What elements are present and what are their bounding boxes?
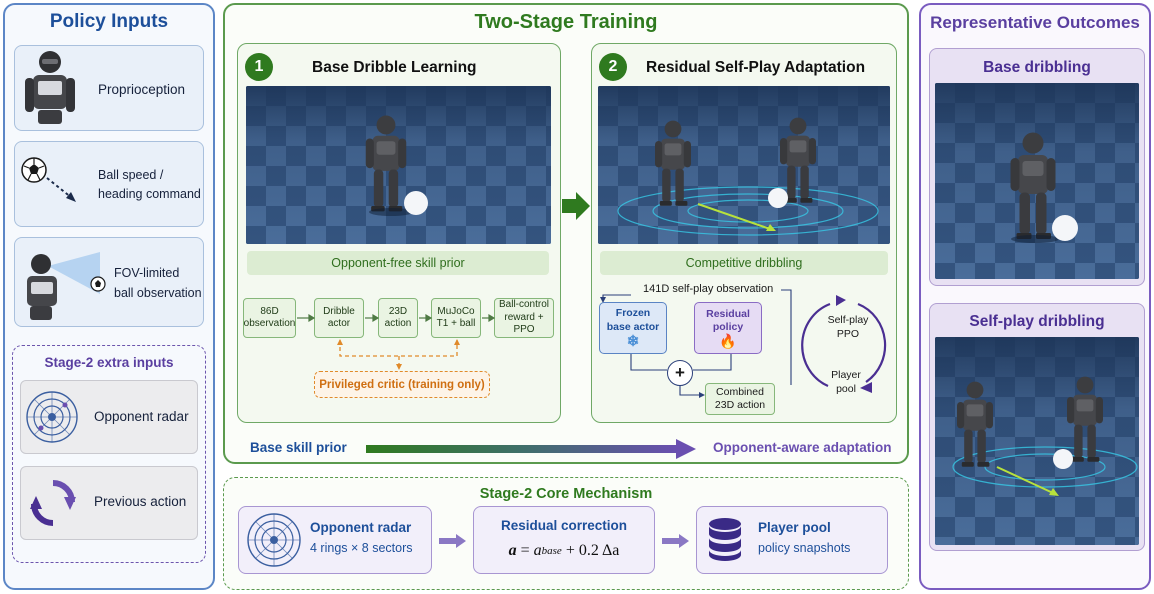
database-icon bbox=[709, 518, 741, 561]
combined-line2: 23D action bbox=[714, 399, 766, 411]
mechanism-residual-title: Residual correction bbox=[500, 518, 628, 533]
formula-sub: base bbox=[541, 545, 562, 557]
outcomes-title: Representative Outcomes bbox=[930, 13, 1140, 32]
frozen-line1: Frozen bbox=[615, 307, 651, 320]
frozen-line2: base actor bbox=[606, 320, 660, 333]
selfplay-observation-label: 141D self-play observation bbox=[643, 283, 774, 295]
mechanism-radar-title: Opponent radar bbox=[310, 520, 412, 535]
combined-line1: Combined bbox=[716, 385, 764, 398]
mechanism-pool-sub: policy snapshots bbox=[758, 541, 851, 555]
stage1-number-badge: 1 bbox=[245, 53, 273, 81]
selfplay-line1: Self-play bbox=[827, 314, 869, 326]
stage2-caption: Competitive dribbling bbox=[600, 251, 888, 275]
outcome-selfplay-title: Self-play dribbling bbox=[969, 313, 1105, 330]
flame-icon: 🔥 bbox=[719, 333, 737, 350]
fov-label-line2: ball observation bbox=[114, 286, 202, 300]
ball-speed-label-line1: Ball speed / bbox=[98, 168, 164, 182]
flow-86d-line2: observation bbox=[243, 318, 296, 329]
selfplay-cycle-icon bbox=[801, 295, 887, 393]
robot-upper-body-icon bbox=[25, 51, 75, 124]
flow-action-line1: 23D bbox=[388, 305, 408, 317]
policy-inputs-title: Policy Inputs bbox=[49, 11, 169, 32]
stage2-connector-lines bbox=[600, 289, 792, 398]
residual-line2: policy bbox=[712, 321, 744, 333]
stage1-caption: Opponent-free skill prior bbox=[247, 251, 549, 275]
player-pool-label: Player pool bbox=[818, 369, 874, 396]
fov-label-line1: FOV-limited bbox=[114, 266, 180, 280]
selfplay-line2: PPO bbox=[836, 327, 860, 340]
stage2-number-badge: 2 bbox=[599, 53, 627, 81]
two-stage-training-title: Two-Stage Training bbox=[474, 11, 658, 33]
stage2-extra-inputs-title: Stage-2 extra inputs bbox=[44, 355, 174, 370]
mechanism-pool-title: Player pool bbox=[758, 520, 831, 535]
residual-formula: a = a base + 0.2 Δa bbox=[473, 539, 655, 563]
flow-actor-line1: Dribble bbox=[323, 305, 355, 317]
flow-actor-line2: actor bbox=[327, 318, 351, 329]
frozen-base-actor-box: Frozen base actor ❄ bbox=[599, 302, 667, 354]
privileged-critic-box: Privileged critic (training only) bbox=[314, 371, 490, 398]
proprioception-label: Proprioception bbox=[98, 82, 186, 97]
progress-right-label: Opponent-aware adaptation bbox=[713, 440, 892, 455]
cycle-arrows-icon bbox=[30, 480, 76, 526]
formula-rest: + 0.2 Δa bbox=[561, 542, 620, 559]
radar-icon bbox=[247, 513, 301, 567]
pool-line2: pool bbox=[836, 382, 856, 395]
residual-policy-box: Residual policy 🔥 bbox=[694, 302, 762, 354]
pool-line1: Player bbox=[831, 369, 861, 381]
ball-speed-label-line2: heading command bbox=[98, 187, 201, 201]
stage2-simulation-image bbox=[598, 86, 890, 244]
radar-icon bbox=[26, 391, 78, 443]
progress-gradient-arrow bbox=[366, 439, 696, 459]
mechanism-radar-card bbox=[238, 506, 432, 574]
extra-opponent-radar-label: Opponent radar bbox=[94, 409, 189, 424]
flow-86d-line1: 86D bbox=[260, 305, 279, 317]
stage1-flow-arrows bbox=[297, 313, 496, 370]
robot-fov-icon bbox=[27, 252, 106, 320]
formula-a-base: a bbox=[533, 542, 542, 559]
flow-mujoco-line2: T1 + ball bbox=[436, 318, 476, 329]
soccer-ball-arrow-icon bbox=[21, 157, 76, 202]
flow-reward-line1: Ball-control bbox=[498, 299, 550, 311]
stage2-title: Residual Self-Play Adaptation bbox=[646, 59, 866, 76]
snowflake-icon: ❄ bbox=[626, 332, 640, 350]
extra-card-previous-action bbox=[20, 466, 198, 540]
outcome-base-image bbox=[935, 83, 1139, 279]
residual-line1: Residual bbox=[706, 307, 750, 320]
stage1-title: Base Dribble Learning bbox=[312, 59, 477, 76]
formula-a: a bbox=[508, 542, 517, 559]
outcome-base-title: Base dribbling bbox=[983, 59, 1091, 76]
mechanism-pool-card bbox=[696, 506, 888, 574]
selfplay-ppo-label: Self-play PPO bbox=[818, 314, 878, 341]
mechanism-residual-card bbox=[473, 506, 655, 574]
mechanism-arrow-2 bbox=[662, 534, 689, 548]
flow-reward-line2: reward + PPO bbox=[504, 311, 544, 336]
formula-eq: = bbox=[516, 542, 534, 559]
core-mechanism-title: Stage-2 Core Mechanism bbox=[479, 486, 653, 502]
mechanism-radar-sub: 4 rings × 8 sectors bbox=[310, 541, 413, 555]
stage2-extra-inputs-box bbox=[12, 345, 206, 563]
mechanism-arrow-1 bbox=[439, 534, 466, 548]
flow-mujoco-line1: MuJoCo bbox=[437, 305, 475, 317]
sum-node: + bbox=[667, 360, 693, 386]
progress-left-label: Base skill prior bbox=[250, 440, 347, 455]
stage-transition-arrow bbox=[562, 192, 590, 220]
stage1-simulation-image bbox=[246, 86, 551, 244]
flow-action-line2: action bbox=[384, 318, 412, 329]
extra-previous-action-label: Previous action bbox=[94, 494, 187, 509]
outcome-selfplay-image bbox=[935, 337, 1139, 545]
input-card-ball-speed bbox=[14, 141, 204, 227]
